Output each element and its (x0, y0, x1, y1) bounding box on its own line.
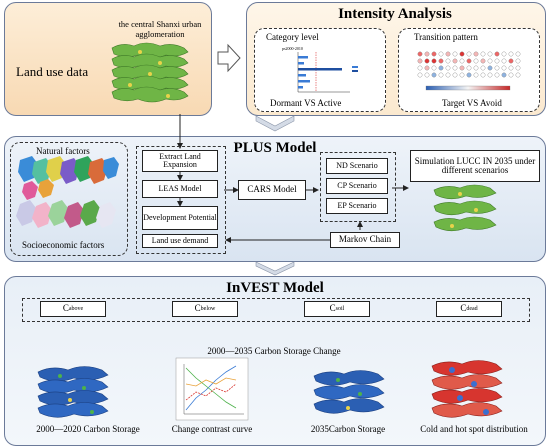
transition-pattern-label: Transition pattern (414, 32, 478, 42)
transition-pattern-caption: Target VS Avoid (442, 98, 502, 108)
plus-model-title: PLUS Model (233, 140, 317, 156)
cp-scenario-box: CP Scenario (326, 178, 388, 194)
flow-group (136, 146, 226, 254)
transition-pattern-box (398, 28, 540, 112)
carbon-pools-group (22, 298, 530, 322)
intensity-title: Intensity Analysis (338, 6, 452, 22)
cars-model-box: CARS Model (238, 180, 306, 200)
development-potential-box: Development Potential (142, 206, 218, 230)
chevron-down-icon (255, 261, 295, 276)
carbon-storage-2035-maps (313, 370, 385, 414)
caption-2000-2020-storage: 2000—2020 Carbon Storage (36, 424, 140, 434)
ep-scenario-box: EP Scenario (326, 198, 388, 214)
caption-hot-cold-spot: Cold and hot spot distribution (420, 424, 528, 434)
invest-model-title: InVEST Model (226, 280, 324, 296)
caption-2035-storage: 2035Carbon Storage (310, 424, 386, 434)
factors-box (10, 142, 128, 256)
scenario-group (320, 152, 396, 222)
nd-scenario-box: ND Scenario (326, 158, 388, 174)
region-caption: the central Shanxi urban agglomeration (118, 19, 202, 39)
change-contrast-curve-chart (175, 357, 249, 421)
land-use-label: Land use data (16, 64, 89, 79)
extract-land-expansion-box: Extract Land Expansion (142, 150, 218, 172)
chevron-down-icon (255, 115, 295, 132)
carbon-storage-change-title: 2000—2035 Carbon Storage Change (207, 346, 341, 356)
colorbar (425, 85, 511, 91)
leas-model-box: LEAS Model (142, 180, 218, 198)
carbon-storage-2000-2020-maps (37, 366, 109, 418)
category-level-caption: Dormant VS Active (270, 98, 342, 108)
category-chart-title: ps2000-2010 (282, 46, 303, 51)
natural-factors-label: Natural factors (36, 146, 90, 156)
socioeconomic-factors-label: Socioeconomic factors (22, 240, 105, 250)
caption-change-contrast-curve: Change contrast curve (171, 424, 253, 434)
hot-cold-spot-maps (431, 360, 503, 418)
hollow-right-arrow (217, 43, 241, 73)
markov-chain-box: Markov Chain (330, 232, 400, 248)
category-level-label: Category level (266, 32, 319, 42)
land-use-demand-box: Land use demand (142, 234, 218, 248)
simulation-lucc-box: Simulation LUCC IN 2035 under different … (410, 150, 540, 182)
category-level-box (254, 28, 386, 112)
